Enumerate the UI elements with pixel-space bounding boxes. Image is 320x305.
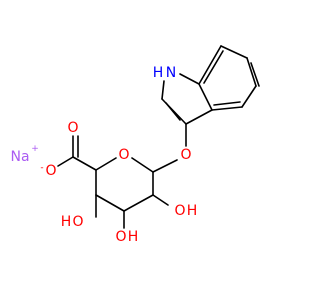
atom-labels: N H O O O O - Na + H O O H O H xyxy=(10,65,197,245)
hydroxyl-right-hydrogen-label: H xyxy=(187,203,198,219)
bond xyxy=(250,62,260,87)
carbonyl-oxygen-label: O xyxy=(67,120,78,136)
sodium-label: Na xyxy=(10,149,29,165)
bonds xyxy=(57,45,260,229)
carboxylate-charge-label: - xyxy=(40,163,43,173)
bond xyxy=(152,194,169,206)
hydroxyl-left-hydrogen-label: H xyxy=(61,214,72,230)
bond xyxy=(152,159,178,173)
bond xyxy=(198,83,213,111)
bond xyxy=(241,85,257,108)
hydroxyl-right-oxygen-label: O xyxy=(174,203,185,219)
nh-hydrogen-label: H xyxy=(153,65,164,81)
molecule-diagram: N H O O O O - Na + H O O H O H xyxy=(10,45,260,245)
bond xyxy=(95,194,125,212)
bond xyxy=(211,106,243,111)
hydroxyl-left-oxygen-label: O xyxy=(72,214,83,230)
nh-nitrogen-label: N xyxy=(166,65,176,81)
bond xyxy=(131,157,154,173)
bond xyxy=(57,156,74,167)
carboxylate-oxygen-label: O xyxy=(45,163,56,179)
bond xyxy=(161,80,165,100)
sodium-charge-label: + xyxy=(31,144,39,154)
bond xyxy=(179,73,200,85)
ether-oxygen-label: O xyxy=(180,147,191,163)
structure-canvas: N H O O O O - Na + H O O H O H xyxy=(10,45,260,245)
ring-oxygen-label: O xyxy=(118,147,129,163)
hydroxyl-bottom-oxygen-label: O xyxy=(115,229,126,245)
bond xyxy=(185,109,213,125)
hydroxyl-bottom-hydrogen-label: H xyxy=(128,229,139,245)
bond xyxy=(95,157,117,171)
bond xyxy=(72,156,97,171)
bond xyxy=(213,101,241,106)
bond xyxy=(220,45,248,59)
bond xyxy=(165,102,181,121)
bond xyxy=(246,57,257,87)
bond xyxy=(203,50,224,84)
bond xyxy=(123,194,154,212)
bond xyxy=(198,45,222,85)
